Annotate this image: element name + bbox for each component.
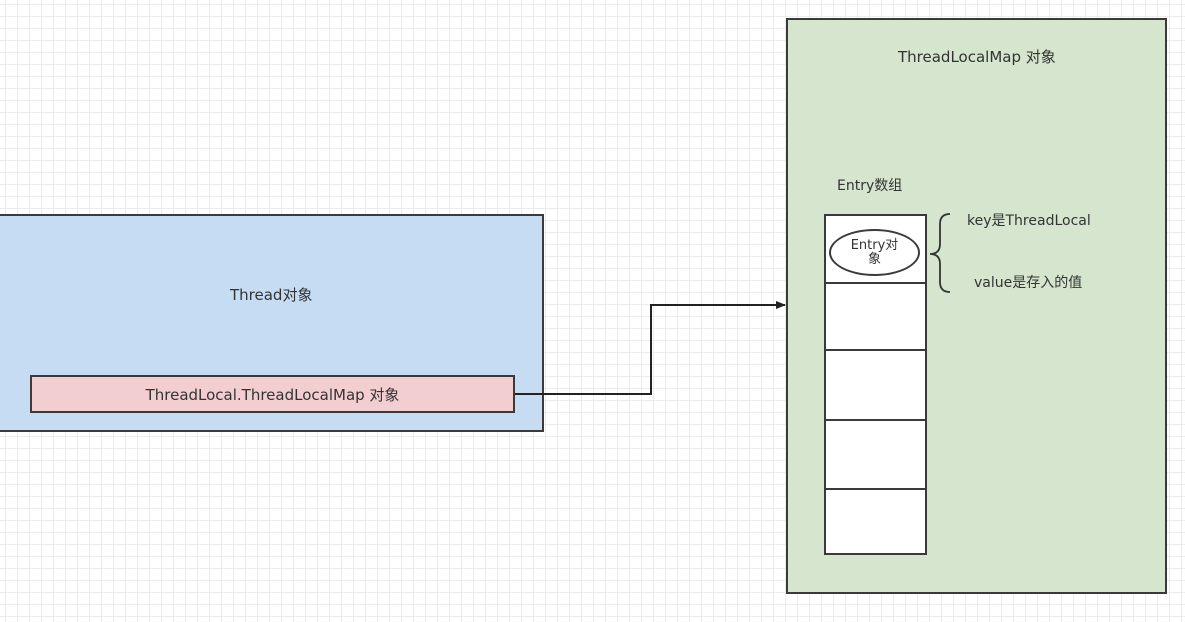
entry-array — [824, 214, 927, 555]
threadlocalmap-object-label: ThreadLocalMap 对象 — [898, 48, 1056, 66]
entry-object-label: Entry对象 — [850, 237, 899, 267]
entry-array-cell — [826, 490, 925, 553]
entry-object-oval: Entry对象 — [829, 229, 920, 276]
threadlocalmap-field: ThreadLocal.ThreadLocalMap 对象 — [30, 375, 515, 413]
entry-array-cell — [826, 351, 925, 421]
entry-array-cell — [826, 284, 925, 351]
reference-arrow — [515, 301, 786, 395]
value-note: value是存入的值 — [974, 275, 1083, 291]
entry-array-label: Entry数组 — [837, 178, 903, 194]
entry-array-cell — [826, 421, 925, 490]
entry-array-cell — [826, 216, 925, 284]
threadlocalmap-field-label: ThreadLocal.ThreadLocalMap 对象 — [145, 385, 400, 404]
thread-object-label: Thread对象 — [230, 286, 313, 304]
key-note: key是ThreadLocal — [967, 213, 1091, 229]
